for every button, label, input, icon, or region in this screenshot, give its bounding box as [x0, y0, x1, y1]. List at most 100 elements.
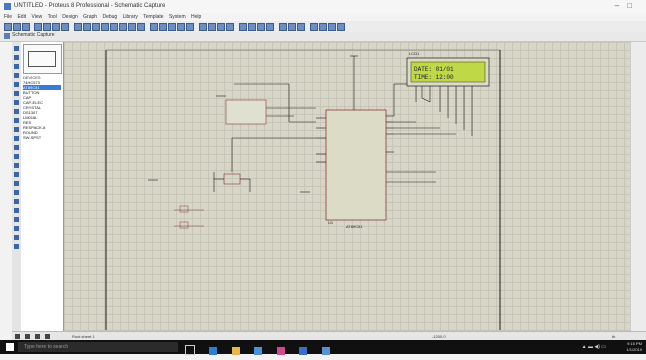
refresh-icon[interactable] [74, 23, 82, 31]
device-list-item[interactable]: DS1307 [23, 110, 38, 115]
pick-device-icon[interactable] [239, 23, 247, 31]
device-list-item[interactable]: CAP [23, 95, 32, 100]
cut-icon[interactable] [168, 23, 176, 31]
menu-tool[interactable]: Tool [47, 14, 57, 20]
redo-icon[interactable] [159, 23, 167, 31]
wire-autorouter-icon[interactable] [279, 23, 287, 31]
subcircuit-icon[interactable] [14, 100, 19, 105]
property-assign-icon[interactable] [297, 23, 305, 31]
marker-icon[interactable] [14, 244, 19, 249]
edge-browser-icon[interactable] [209, 347, 218, 355]
menu-debug[interactable]: Debug [102, 14, 118, 20]
bus-icon[interactable] [14, 91, 19, 96]
undo-icon[interactable] [150, 23, 158, 31]
copy-icon[interactable] [177, 23, 185, 31]
home-icon[interactable] [34, 23, 42, 31]
device-list-item[interactable]: ROUND [23, 130, 38, 135]
pan-icon[interactable] [101, 23, 109, 31]
delete-sheet-icon[interactable] [319, 23, 327, 31]
packaging-icon[interactable] [257, 23, 265, 31]
device-list-item[interactable]: 74HC573 [23, 80, 40, 85]
block-move-icon[interactable] [208, 23, 216, 31]
bill-of-materials-icon[interactable] [328, 23, 336, 31]
device-list-item-selected[interactable]: AT89C51 [23, 85, 61, 90]
menu-library[interactable]: Library [122, 14, 138, 20]
menu-file[interactable]: File [4, 14, 13, 20]
device-list-item[interactable]: RESPACK-8 [23, 125, 46, 130]
tab-schematic-capture[interactable]: Schematic Capture [12, 32, 55, 38]
decompose-icon[interactable] [266, 23, 274, 31]
menu-template[interactable]: Template [143, 14, 164, 20]
virtual-instrument-icon[interactable] [14, 172, 19, 177]
save-icon[interactable] [22, 23, 30, 31]
terminal-icon[interactable] [14, 109, 19, 114]
3d-view-icon[interactable] [61, 23, 69, 31]
selection-mode-icon[interactable] [14, 46, 19, 51]
system-tray[interactable]: ▲ ▬ ◀) ▭ [581, 344, 606, 350]
windows-start-icon[interactable] [6, 343, 14, 351]
box-icon[interactable] [14, 190, 19, 195]
menu-graph[interactable]: Graph [83, 14, 98, 20]
block-rotate-icon[interactable] [217, 23, 225, 31]
menu-view[interactable]: View [31, 14, 43, 20]
device-list-item[interactable]: LM016L [23, 115, 38, 120]
vertical-scrollbar[interactable] [630, 42, 646, 331]
wire-label-icon[interactable] [14, 73, 19, 78]
reset-button[interactable] [174, 205, 204, 229]
media-icon[interactable] [276, 347, 285, 355]
line-icon[interactable] [14, 181, 19, 186]
taskbar-search-box[interactable]: Type here to search [18, 342, 178, 352]
symbol-icon[interactable] [14, 235, 19, 240]
device-list-item[interactable]: CRYSTAL [23, 105, 42, 110]
store-icon[interactable] [254, 347, 263, 355]
new-file-icon[interactable] [4, 23, 12, 31]
microcontroller[interactable]: U1 AT89C51 [316, 109, 436, 229]
path-icon[interactable] [14, 217, 19, 222]
voltage-probe-icon[interactable] [14, 154, 19, 159]
mail-icon[interactable] [299, 347, 308, 355]
zoom-all-icon[interactable] [128, 23, 136, 31]
text-script-icon[interactable] [14, 82, 19, 87]
lcd-module[interactable]: DATE: 01/01 TIME: 12:00 LCD1 [406, 51, 490, 136]
window-controls[interactable]: –□ [614, 1, 640, 10]
component-mode-icon[interactable] [14, 55, 19, 60]
taskbar-clock[interactable]: 9:15 PM 1/1/2019 [626, 341, 642, 353]
origin-icon[interactable] [92, 23, 100, 31]
arc-icon[interactable] [14, 208, 19, 213]
menu-edit[interactable]: Edit [17, 14, 27, 20]
text-icon[interactable] [14, 226, 19, 231]
graph-icon[interactable] [14, 127, 19, 132]
block-copy-icon[interactable] [199, 23, 207, 31]
zoom-in-icon[interactable] [110, 23, 118, 31]
proteus-taskbar-icon[interactable] [321, 347, 330, 355]
step-icon[interactable] [25, 334, 31, 339]
zoom-area-icon[interactable] [137, 23, 145, 31]
erc-icon[interactable] [337, 23, 345, 31]
new-sheet-icon[interactable] [310, 23, 318, 31]
schematic-canvas[interactable]: DATE: 01/01 TIME: 12:00 LCD1 U1 AT89C51 [64, 42, 630, 331]
circle-icon[interactable] [14, 199, 19, 204]
block-delete-icon[interactable] [226, 23, 234, 31]
make-device-icon[interactable] [248, 23, 256, 31]
search-tag-icon[interactable] [288, 23, 296, 31]
stop-icon[interactable] [45, 334, 51, 339]
crystal-oscillator[interactable] [213, 172, 251, 192]
schematic-icon[interactable] [43, 23, 51, 31]
rtc-chip[interactable] [216, 83, 316, 125]
device-list-item[interactable]: RES [23, 120, 32, 125]
paste-icon[interactable] [186, 23, 194, 31]
tape-recorder-icon[interactable] [14, 136, 19, 141]
play-icon[interactable] [15, 334, 20, 339]
device-pin-icon[interactable] [14, 118, 19, 123]
pcb-icon[interactable] [52, 23, 60, 31]
device-list-item[interactable]: SW-SPST [23, 135, 42, 140]
menu-help[interactable]: Help [191, 14, 202, 20]
menu-design[interactable]: Design [62, 14, 78, 20]
grid-icon[interactable] [83, 23, 91, 31]
pause-icon[interactable] [35, 334, 41, 339]
zoom-out-icon[interactable] [119, 23, 127, 31]
device-list-item[interactable]: BUTTON [23, 90, 40, 95]
junction-dot-icon[interactable] [14, 64, 19, 69]
current-probe-icon[interactable] [14, 163, 19, 168]
open-file-icon[interactable] [13, 23, 21, 31]
